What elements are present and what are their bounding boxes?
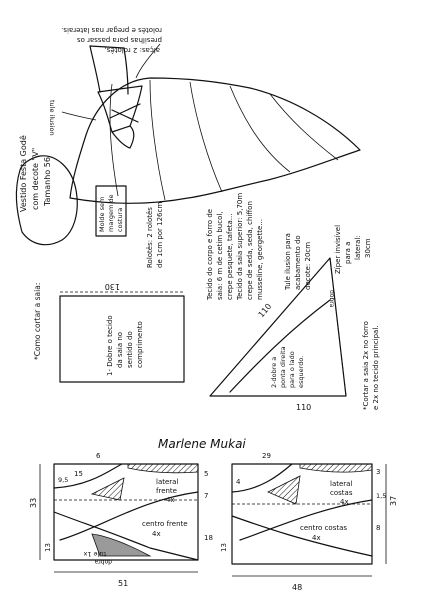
tule-pointer-line [61, 111, 97, 121]
tule-line-1: Tule ilusion para [284, 233, 292, 291]
strap-pointer-line [135, 43, 161, 79]
fabric-line-1: Tecido do corpo e forro de [206, 209, 214, 301]
fold-step-7: para o lado [288, 351, 296, 388]
rect-width-label: 130 [105, 282, 120, 291]
top-instruction-2: presilhas para passar os [77, 36, 162, 44]
fold-step-4: comprimento [136, 321, 144, 368]
fold-step-8: esquerdo. [297, 356, 305, 388]
fold-step-6: ponta direita [279, 346, 287, 388]
cut-note-1: *Cortar a saia 2x no forro [362, 321, 370, 410]
mold-label-1: Molde sem [98, 197, 106, 232]
front-tule-label: tule 1x [83, 550, 106, 558]
front-side-label-2: frente [156, 487, 177, 495]
signature: Marlene Mukai [158, 437, 246, 451]
front-b-label: 7 [204, 492, 208, 500]
fold-step-3: sentido do [126, 331, 134, 368]
back-width-label: 48 [292, 583, 302, 592]
cut-note: *Cortar a saia 2x no forro e 2x no tecid… [362, 321, 380, 410]
zipper-line-1: Zíper invisível [334, 225, 342, 274]
front-side-label: lateral [156, 478, 178, 486]
fold-step-1: 1- Dobre o tecido [106, 315, 114, 376]
tule-line-2: acabamento do [294, 235, 302, 290]
title-line-3: Tamanho 56 [43, 157, 52, 207]
back-b-label: 1,5 [376, 492, 386, 500]
front-height-label: 33 [29, 498, 38, 508]
front-width-label: 51 [118, 579, 128, 588]
back-a-label: 3 [376, 468, 380, 476]
zipper-line-4: 30cm [364, 238, 372, 258]
fabric-line-5: crepe de seda, seda, chiffon [246, 201, 254, 300]
tule-line-3: decote: 20cm [304, 242, 312, 290]
fabric-line-6: musseline, georgette... [256, 219, 264, 300]
mold-label-3: costura [116, 208, 124, 232]
zipper-notes: Zíper invisível para a lateral: 30cm [334, 225, 372, 274]
front-left-label: 13 [44, 543, 52, 552]
back-center-count: 4x [312, 534, 321, 542]
tule-notes: Tule ilusion para acabamento do decote: … [284, 233, 312, 291]
rolotes-note: Rolotês: 2 rolotês de 1cm por 126cm [146, 202, 164, 268]
fold-step-5: 2-dobre a [270, 357, 278, 388]
zipper-line-2: para a [344, 242, 352, 264]
fabric-line-2: saia: 6 m de cetim bucol, [216, 211, 224, 300]
top-instructions: alças: 2 rolotês, presilhas para passar … [61, 26, 162, 54]
back-bodice-pattern: lateral costas 4x centro costas 4x 48 37… [220, 452, 398, 592]
tri-base-label: 110 [296, 403, 311, 412]
back-center-label: centro costas [300, 524, 347, 532]
back-side-count: 4x [340, 498, 349, 506]
front-c-label: 9,5 [58, 476, 68, 484]
front-side-count: 4x [166, 496, 175, 504]
cutting-heading: *Como cortar a saia: [33, 283, 42, 360]
skirt-fold-rectangle: 130 1- Dobre o tecido da saia no sentido… [59, 282, 185, 383]
front-fold-label: dobra [94, 558, 112, 565]
dress-illustration [69, 45, 361, 204]
tri-side-label: 110 [257, 302, 274, 319]
mold-label: Molde sem margem de costura [95, 185, 127, 237]
front-mid-label: 15 [74, 470, 83, 478]
fabric-line-3: crepe pesquete, tafeta... [226, 214, 234, 300]
back-side-label: lateral [330, 480, 352, 488]
mold-label-2: margem de [107, 194, 115, 232]
back-left-label: 13 [220, 543, 228, 552]
front-a-label: 5 [204, 470, 208, 478]
rolotes-line-1: Rolotês: 2 rolotês [146, 207, 154, 268]
front-center-label: centro frente [142, 520, 188, 528]
title-line-1: Vestido Festa Godê [18, 135, 28, 212]
zipper-line-3: lateral: [354, 235, 362, 260]
front-top-label: 6 [96, 452, 101, 460]
front-center-count: 4x [152, 530, 161, 538]
title-line-2: com decote "V" [31, 148, 40, 210]
front-d-label: 18 [204, 534, 213, 542]
fabric-line-4: Tecido da saia superior: 5,70m [236, 193, 244, 301]
back-d-label: 4 [236, 478, 241, 486]
fold-step-2: da saia no [116, 332, 124, 368]
back-top-label: 29 [262, 452, 271, 460]
tule-illusion-label: tule ilusion [48, 100, 56, 136]
top-instruction-3: rolotês e pregar nas laterais. [61, 26, 162, 34]
tri-fold-label: dobra [328, 290, 335, 308]
rolotes-line-2: de 1cm por 126cm [156, 202, 164, 268]
back-side-label-2: costas [330, 489, 353, 497]
title-bubble: Vestido Festa Godê com decote "V" Tamanh… [15, 135, 78, 246]
back-height-label: 37 [389, 496, 398, 506]
cut-note-2: e 2x no tecido principal. [372, 326, 380, 411]
fabric-notes: Tecido do corpo e forro de saia: 6 m de … [206, 193, 264, 301]
back-c-label: 8 [376, 524, 380, 532]
front-bodice-pattern: lateral frente 4x centro frente 4x tule … [29, 452, 213, 588]
top-instruction-1: alças: 2 rolotês, [105, 46, 160, 54]
